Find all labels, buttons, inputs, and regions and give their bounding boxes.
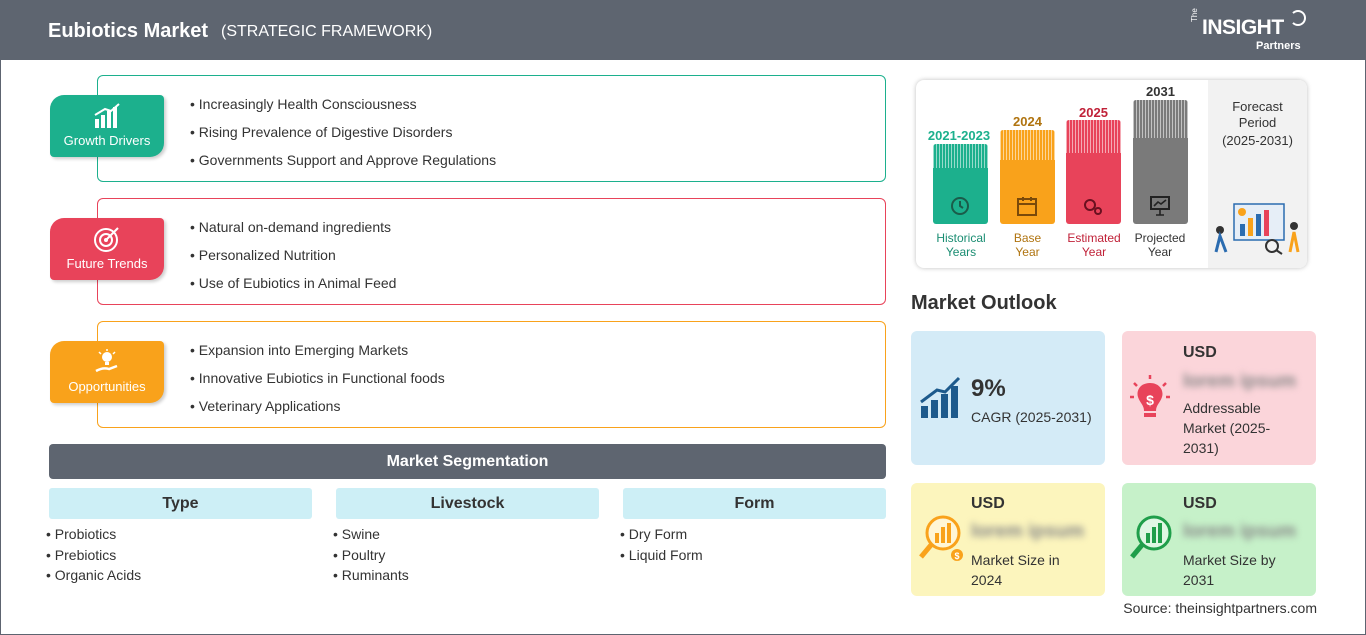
list-item: Use of Eubiotics in Animal Feed xyxy=(190,275,397,303)
timeline-year: 2025 xyxy=(1079,105,1108,120)
opportunities-badge: Opportunities xyxy=(50,341,164,403)
market-size-2031-card: USD lorem ipsum Market Size by 2031 xyxy=(1122,483,1316,596)
list-item: Personalized Nutrition xyxy=(190,247,396,275)
market-outlook-title: Market Outlook xyxy=(911,292,1057,314)
forecast-period-label: Forecast Period (2025-2031) xyxy=(1222,99,1293,148)
target-icon xyxy=(94,227,119,252)
growth-drivers-badge: Growth Drivers xyxy=(50,95,164,157)
history-icon xyxy=(951,197,969,215)
size-2024-value: lorem ipsum xyxy=(971,521,1084,542)
list-item: Expansion into Emerging Markets xyxy=(190,342,445,370)
page-title: Eubiotics Market xyxy=(48,20,209,42)
magnifier-chart-icon xyxy=(1130,515,1172,559)
addressable-label: Addressable Market (2025-2031) xyxy=(1183,400,1271,456)
segment-header-livestock: Livestock xyxy=(336,488,599,519)
timeline-label-projected: Projected Year xyxy=(1134,231,1186,259)
segmentation-title: Market Segmentation xyxy=(49,444,886,479)
cagr-value: 9% xyxy=(971,375,1006,402)
market-size-2024-card: $ USD lorem ipsum Market Size in 2024 xyxy=(911,483,1105,596)
growth-chart-icon xyxy=(920,376,961,418)
size-2031-label: Market Size by 2031 xyxy=(1183,552,1276,588)
form-segment-list: Dry Form Liquid Form xyxy=(620,526,703,567)
size-2031-value: lorem ipsum xyxy=(1183,521,1296,542)
timeline-year: 2031 xyxy=(1146,84,1175,99)
svg-text:$: $ xyxy=(1146,392,1154,408)
segment-header-type: Type xyxy=(49,488,312,519)
lightbulb-dollar-icon: $ xyxy=(1130,375,1170,417)
timeline-year: 2024 xyxy=(1013,114,1042,129)
gears-icon xyxy=(1084,199,1102,215)
analyst-illustration-icon xyxy=(1214,203,1300,255)
list-item: Dry Form xyxy=(620,526,703,547)
list-item: Liquid Form xyxy=(620,547,703,568)
svg-text:$: $ xyxy=(954,551,959,561)
type-segment-list: Probiotics Prebiotics Organic Acids xyxy=(46,526,141,588)
list-item: Natural on-demand ingredients xyxy=(190,219,396,247)
cagr-card: 9% CAGR (2025-2031) xyxy=(911,331,1105,465)
growth-drivers-label: Growth Drivers xyxy=(63,133,151,148)
future-trends-list: Natural on-demand ingredients Personaliz… xyxy=(190,219,397,303)
list-item: Swine xyxy=(333,526,409,547)
list-item: Governments Support and Approve Regulati… xyxy=(190,152,496,180)
page-subtitle: (STRATEGIC FRAMEWORK) xyxy=(221,23,433,40)
size-2024-currency: USD xyxy=(971,495,1005,512)
list-item: Rising Prevalence of Digestive Disorders xyxy=(190,124,496,152)
growth-chart-icon xyxy=(94,103,120,128)
addressable-currency: USD xyxy=(1183,344,1217,361)
insight-partners-logo: The INSIGHT Partners xyxy=(1190,8,1310,54)
opportunities-label: Opportunities xyxy=(68,379,146,394)
presentation-icon xyxy=(1150,196,1170,216)
timeline-column-estimated xyxy=(1066,120,1121,224)
size-2024-label: Market Size in 2024 xyxy=(971,552,1060,588)
opportunities-box: Expansion into Emerging Markets Innovati… xyxy=(97,321,886,428)
growth-drivers-list: Increasingly Health Consciousness Rising… xyxy=(190,96,496,180)
lightbulb-hand-icon xyxy=(95,349,118,373)
timeline-label-base: Base Year xyxy=(1013,231,1042,259)
list-item: Poultry xyxy=(333,547,409,568)
list-item: Innovative Eubiotics in Functional foods xyxy=(190,370,445,398)
list-item: Probiotics xyxy=(46,526,141,547)
source-credit: Source: theinsightpartners.com xyxy=(1123,600,1317,616)
future-trends-box: Natural on-demand ingredients Personaliz… xyxy=(97,198,886,305)
timeline-year: 2021-2023 xyxy=(927,128,991,143)
list-item: Prebiotics xyxy=(46,547,141,568)
list-item: Organic Acids xyxy=(46,567,141,588)
timeline-column-historical xyxy=(933,144,988,224)
size-2031-currency: USD xyxy=(1183,495,1217,512)
timeline-column-base xyxy=(1000,130,1055,224)
addressable-value: lorem ipsum xyxy=(1183,371,1296,392)
header-bar: Eubiotics Market (STRATEGIC FRAMEWORK) T… xyxy=(0,0,1366,60)
logo-arc-icon xyxy=(1290,10,1306,26)
growth-drivers-box: Increasingly Health Consciousness Rising… xyxy=(97,75,886,182)
future-trends-badge: Future Trends xyxy=(50,218,164,280)
list-item: Increasingly Health Consciousness xyxy=(190,96,496,124)
timeline-column-projected xyxy=(1133,100,1188,224)
opportunities-list: Expansion into Emerging Markets Innovati… xyxy=(190,342,445,426)
livestock-segment-list: Swine Poultry Ruminants xyxy=(333,526,409,588)
addressable-market-card: $ USD lorem ipsum Addressable Market (20… xyxy=(1122,331,1316,465)
timeline-label-estimated: Estimated Year xyxy=(1067,231,1121,259)
segment-header-form: Form xyxy=(623,488,886,519)
timeline-label-historical: Historical Years xyxy=(936,231,986,259)
future-trends-label: Future Trends xyxy=(66,256,148,271)
cagr-label: CAGR (2025-2031) xyxy=(971,409,1092,425)
calendar-icon xyxy=(1017,197,1037,216)
magnifier-chart-icon: $ xyxy=(919,515,963,561)
list-item: Ruminants xyxy=(333,567,409,588)
list-item: Veterinary Applications xyxy=(190,398,445,426)
